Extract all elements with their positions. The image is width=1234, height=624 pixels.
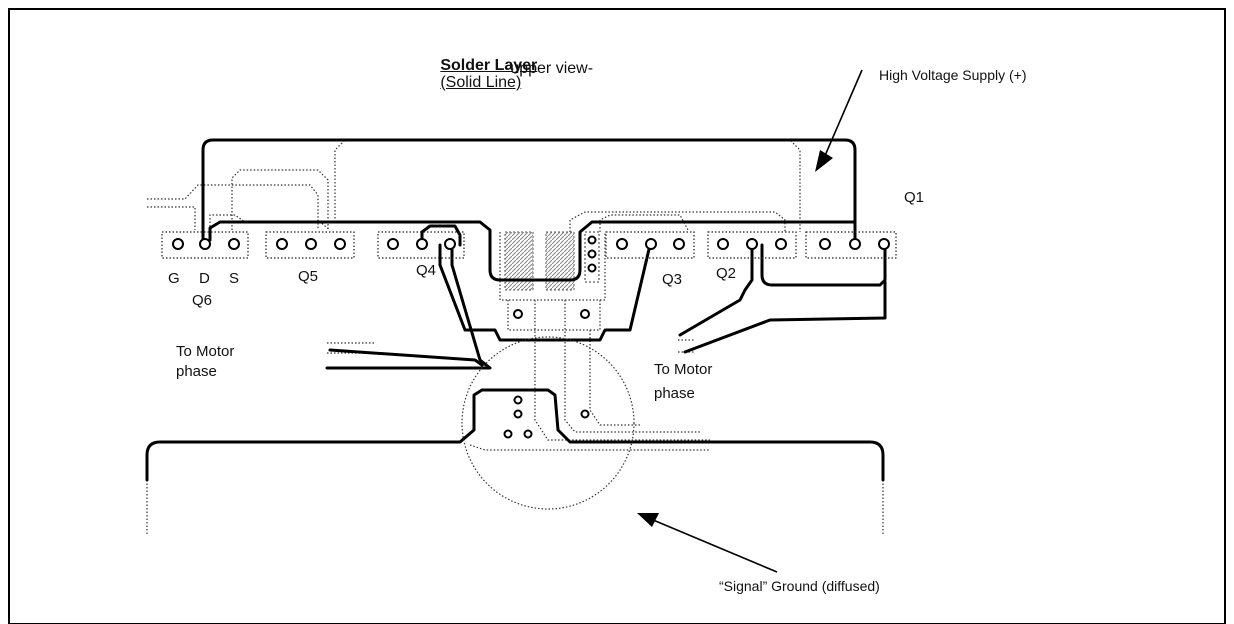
arrows: [637, 69, 863, 573]
motor-right-line1: To Motor: [654, 361, 713, 378]
title-qualifier: (Solid Line): [440, 74, 522, 91]
ground-arrow-head: [637, 513, 659, 527]
title-main: Solder Layer: [440, 57, 538, 74]
hv-arrow-head: [815, 150, 833, 172]
transistor-pads: [172, 235, 890, 439]
pin-g-label: G: [168, 270, 180, 287]
pin-s-label: S: [229, 270, 240, 287]
component-layer-traces: [146, 139, 884, 535]
q5-label: Q5: [298, 268, 319, 285]
high-voltage-label: High Voltage Supply (+): [879, 67, 1027, 83]
motor-left-line1: To Motor: [176, 343, 235, 360]
diagram-subtitle: -upper view-: [505, 60, 594, 77]
q6-label: Q6: [192, 292, 213, 309]
figure-frame: [8, 8, 1226, 624]
solder-layer-traces: [145, 138, 887, 482]
q1-label: Q1: [904, 189, 925, 206]
motor-left-line2: phase: [176, 363, 217, 380]
transistor-pad-groups: [161, 231, 897, 259]
signal-ground-label: “Signal” Ground (diffused): [719, 578, 880, 594]
signal-ground-region: [461, 336, 635, 510]
q4-label: Q4: [416, 262, 437, 279]
diagram-title: Solder Layer (Solid Line): [432, 40, 537, 91]
q2-label: Q2: [716, 265, 737, 282]
pin-d-label: D: [199, 270, 210, 287]
center-copper-pads: [504, 231, 600, 291]
motor-right-line2: phase: [654, 385, 695, 402]
q3-label: Q3: [662, 271, 683, 288]
